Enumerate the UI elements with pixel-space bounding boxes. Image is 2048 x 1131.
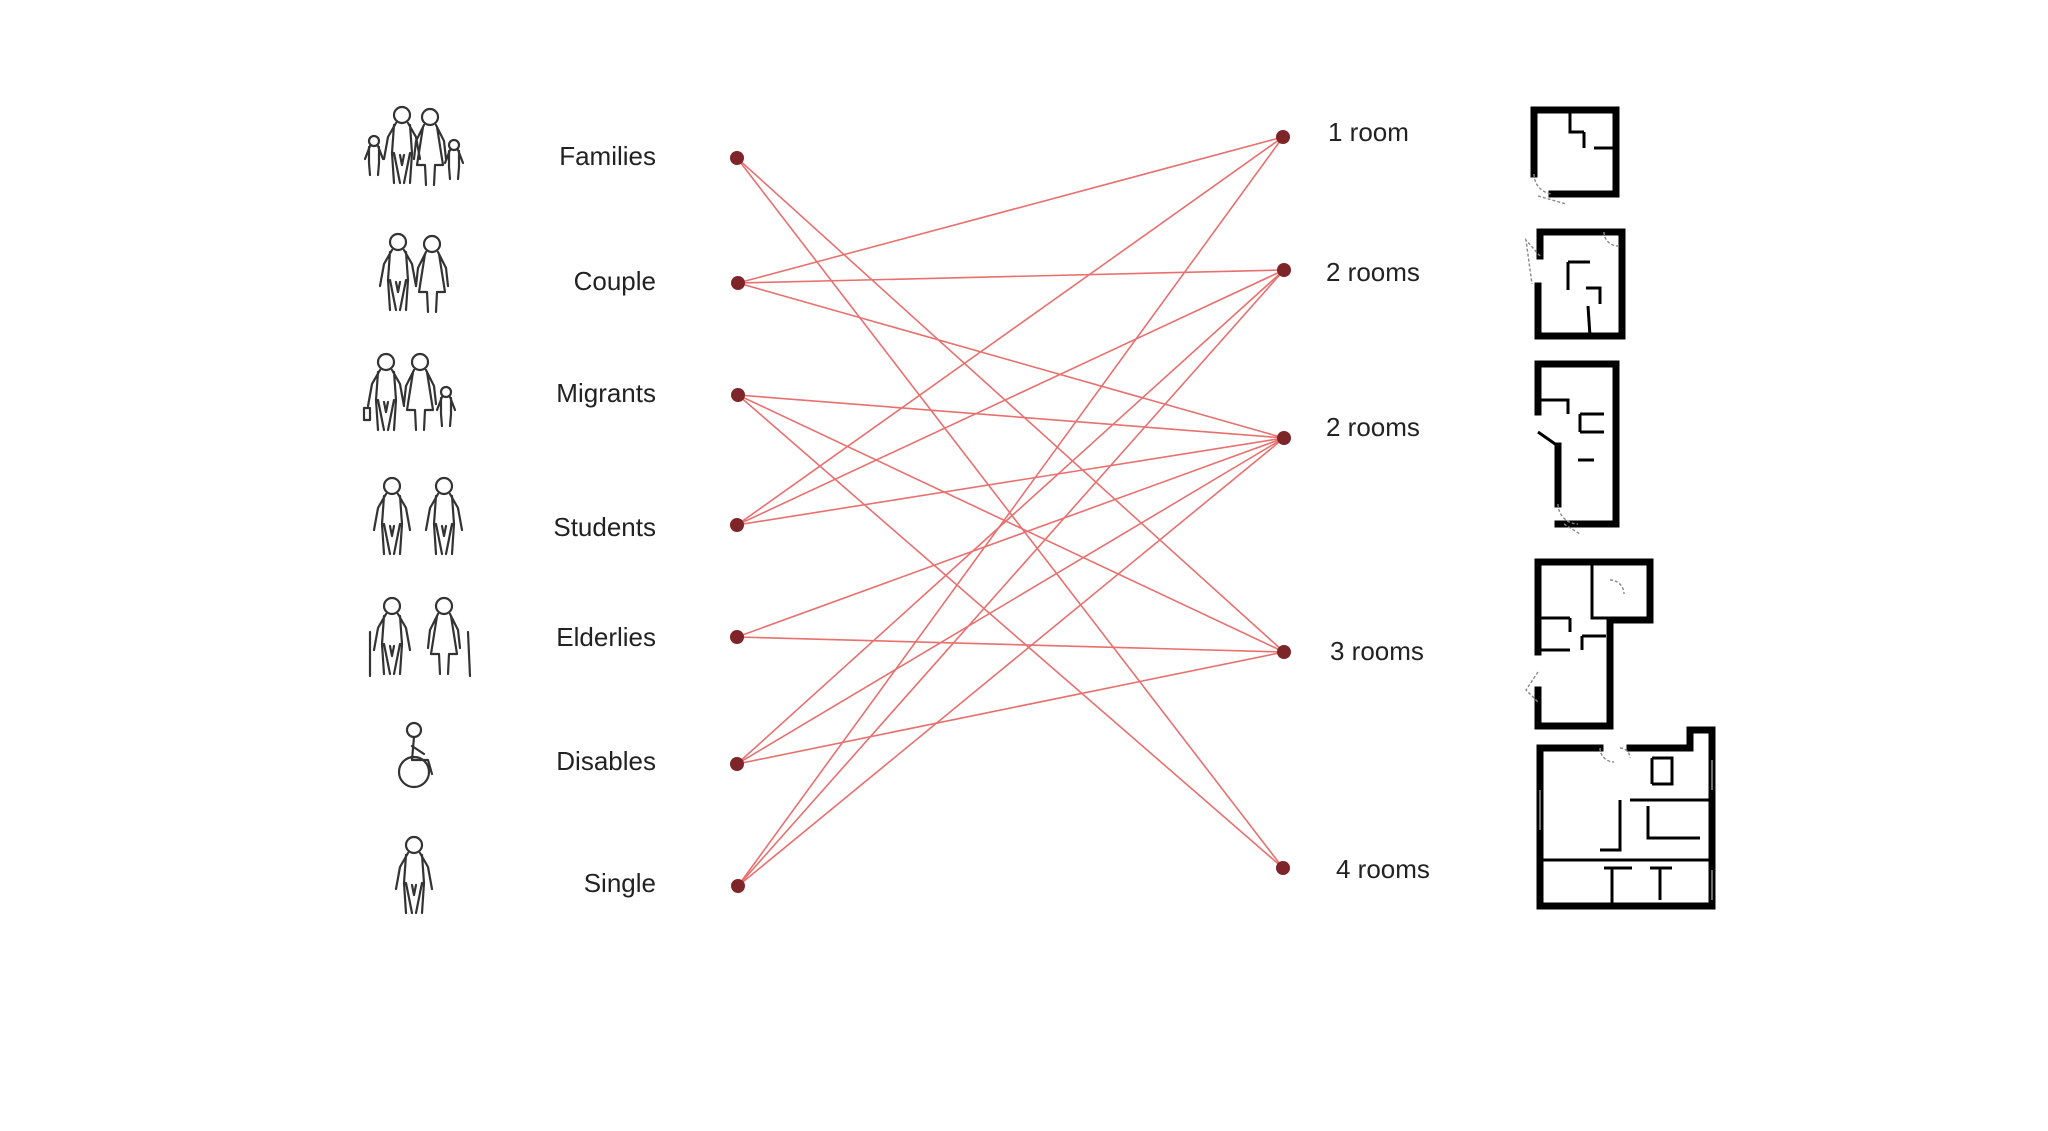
connector-disables-r2a: [736, 269, 1285, 765]
node-students: [730, 518, 744, 532]
group-label-single: Single: [584, 868, 656, 898]
node-r4: [1276, 861, 1290, 875]
migrant-family-figures-icon: [362, 352, 457, 432]
node-disables: [730, 757, 744, 771]
connector-migrants-r4: [737, 394, 1284, 869]
node-r3: [1277, 645, 1291, 659]
couple-figures-icon: [378, 232, 450, 314]
unit-label-2-rooms-b: 2 rooms: [1326, 412, 1420, 442]
unit-label-2-rooms-a: 2 rooms: [1326, 257, 1420, 287]
connector-elderlies-r3: [736, 636, 1285, 653]
connector-single-r2b: [737, 437, 1285, 887]
group-label-families: Families: [559, 141, 656, 171]
floorplan-4-rooms-icon: [1536, 726, 1716, 910]
group-label-elderlies: Elderlies: [556, 622, 656, 652]
group-label-students: Students: [553, 512, 656, 542]
node-migrants: [731, 388, 745, 402]
group-label-migrants: Migrants: [556, 378, 656, 408]
wheelchair-figure-icon: [397, 721, 434, 789]
connector-couple-r2a: [737, 269, 1285, 284]
unit-label-4-rooms: 4 rooms: [1336, 854, 1430, 884]
connector-disables-r2b: [736, 437, 1285, 765]
floorplan-2-rooms-a-icon: [1524, 228, 1626, 340]
group-label-disables: Disables: [556, 746, 656, 776]
node-couple: [731, 276, 745, 290]
group-label-couple: Couple: [574, 266, 656, 296]
node-families: [730, 151, 744, 165]
student-figures-icon: [372, 476, 464, 556]
floorplan-2-rooms-b-icon: [1534, 360, 1620, 535]
connector-families-r3: [736, 157, 1285, 653]
unit-label-3-rooms: 3 rooms: [1330, 636, 1424, 666]
family-figures-icon: [363, 105, 465, 187]
elderly-figures-icon: [368, 596, 472, 678]
connector-migrants-r2b: [737, 394, 1285, 439]
node-r2a: [1277, 263, 1291, 277]
connector-elderlies-r2b: [736, 437, 1285, 638]
connector-couple-r1: [737, 136, 1284, 284]
unit-label-1-room: 1 room: [1328, 117, 1409, 147]
connector-single-r1: [737, 136, 1284, 887]
node-elderlies: [730, 630, 744, 644]
connector-disables-r3: [736, 651, 1285, 765]
connector-students-r1: [736, 136, 1284, 526]
single-figure-icon: [394, 835, 434, 915]
node-single: [731, 879, 745, 893]
connector-single-r2a: [737, 269, 1285, 887]
node-r1: [1276, 130, 1290, 144]
floorplan-3-rooms-icon: [1525, 558, 1654, 730]
connector-students-r2a: [736, 269, 1285, 526]
node-r2b: [1277, 431, 1291, 445]
connector-lines: [736, 136, 1285, 887]
connector-migrants-r3: [737, 394, 1285, 653]
connector-couple-r2b: [737, 282, 1285, 439]
connector-students-r2b: [736, 437, 1285, 526]
floorplan-1-room-icon: [1530, 106, 1620, 205]
